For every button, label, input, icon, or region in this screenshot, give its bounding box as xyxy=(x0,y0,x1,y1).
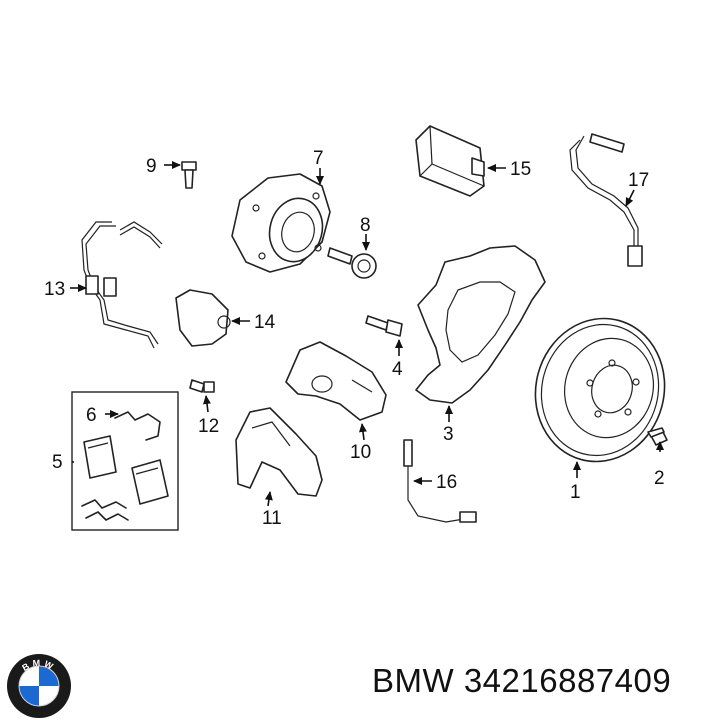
callout-labels: 1 2 3 4 5 6 7 8 9 10 11 12 13 14 15 16 1… xyxy=(44,148,665,529)
bmw-logo: BMW xyxy=(7,654,71,718)
callout-14: 14 xyxy=(254,312,276,333)
callout-13: 13 xyxy=(44,279,65,300)
part-number: 34216887409 xyxy=(463,662,672,699)
callout-17: 17 xyxy=(628,170,649,191)
callout-12: 12 xyxy=(198,416,219,437)
part-caption: BMW 34216887409 xyxy=(372,662,671,700)
caliper-bolt xyxy=(365,315,403,337)
wear-sensor-cable xyxy=(81,221,163,349)
callout-11: 11 xyxy=(262,508,282,529)
dust-shield xyxy=(415,245,546,404)
callout-15: 15 xyxy=(510,159,531,180)
caliper-carrier xyxy=(235,407,323,497)
callout-5: 5 xyxy=(52,452,63,473)
callout-8: 8 xyxy=(360,215,371,236)
callout-6: 6 xyxy=(86,405,97,426)
callout-4: 4 xyxy=(392,359,403,380)
carrier-bolt xyxy=(189,379,215,393)
parking-actuator xyxy=(175,289,231,347)
callout-3: 3 xyxy=(443,424,454,445)
callout-7: 7 xyxy=(313,148,324,169)
hub-bolt xyxy=(327,247,377,279)
speed-sensor-17 xyxy=(569,133,643,267)
small-screw xyxy=(181,161,197,189)
callout-9: 9 xyxy=(146,156,157,177)
callout-2: 2 xyxy=(654,468,665,489)
disc-screw xyxy=(647,427,668,446)
wheel-hub xyxy=(231,173,331,273)
callout-16: 16 xyxy=(436,472,457,493)
caliper-housing xyxy=(285,341,387,421)
logo-text: BMW xyxy=(20,658,54,673)
callout-1: 1 xyxy=(570,482,581,503)
callout-10: 10 xyxy=(350,442,371,463)
speed-sensor-16 xyxy=(403,439,477,523)
svg-text:BMW: BMW xyxy=(20,658,57,673)
brand-name: BMW xyxy=(372,662,455,699)
brake-disc xyxy=(534,317,666,463)
control-module xyxy=(415,125,485,197)
pad-kit-box xyxy=(71,391,179,531)
leader-lines xyxy=(70,161,664,507)
pad-clips xyxy=(81,411,161,521)
